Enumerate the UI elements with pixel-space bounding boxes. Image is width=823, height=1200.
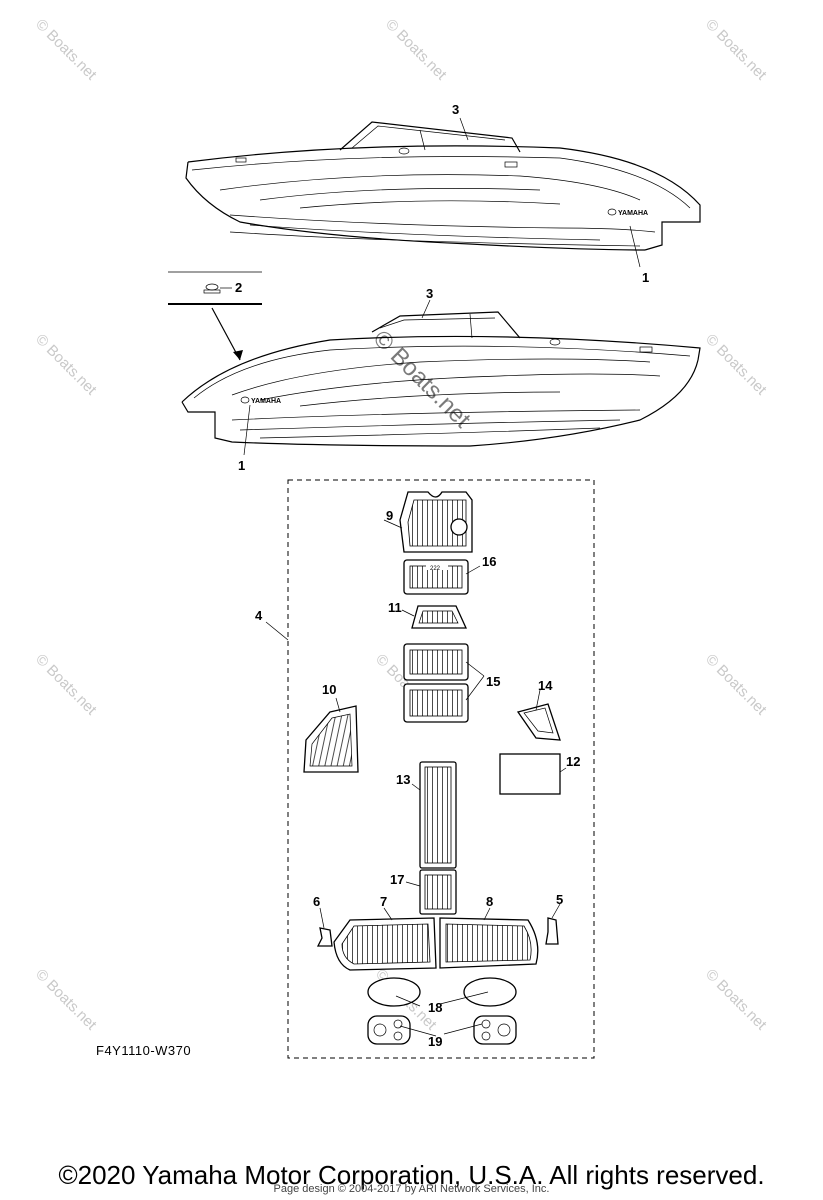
mat-15 xyxy=(403,643,469,723)
callout-3: 3 xyxy=(452,102,459,117)
callout-1: 1 xyxy=(642,270,649,285)
mat-12 xyxy=(499,753,561,795)
watermark: © Boats.net xyxy=(32,16,100,84)
callout-11: 11 xyxy=(388,600,402,615)
watermark: © Boats.net xyxy=(32,966,100,1034)
watermark: © Boats.net xyxy=(32,331,100,399)
brand-decal: YAMAHA xyxy=(618,210,648,217)
boat-starboard-view: YAMAHA xyxy=(185,121,701,251)
callout-12: 12 xyxy=(566,754,580,769)
mat-kit-boundary xyxy=(287,479,595,1059)
callout-labels: 1 1 2 3 3 4 5 6 7 8 9 10 11 12 13 14 15 … xyxy=(235,102,649,1049)
brand-decal: YAMAHA xyxy=(251,398,281,405)
mat-10 xyxy=(303,705,359,773)
watermark: © Boats.net xyxy=(382,16,450,84)
callout-9: 9 xyxy=(386,508,393,523)
callout-14: 14 xyxy=(538,678,553,693)
callout-5: 5 xyxy=(556,892,563,907)
copyright-notice: ©2020 Yamaha Motor Corporation, U.S.A. A… xyxy=(58,1160,765,1190)
callout-15: 15 xyxy=(486,674,500,689)
watermark-center: © Boats.net xyxy=(368,325,476,433)
mat-decal: 222 xyxy=(430,566,441,572)
watermark: © Boats.net xyxy=(32,651,100,719)
mat-5 xyxy=(545,917,559,945)
mat-swim-platform xyxy=(399,491,473,553)
mat-14 xyxy=(516,703,561,741)
page-design-credit: Page design © 2004-2017 by ARI Network S… xyxy=(273,1183,550,1195)
mat-8-cockpit-right xyxy=(439,917,539,969)
callout-1: 1 xyxy=(238,458,245,473)
watermark: © Boats.net xyxy=(702,331,770,399)
callout-19: 19 xyxy=(428,1034,442,1049)
callout-10: 10 xyxy=(322,682,336,697)
diagram-reference-code: F4Y1110-W370 xyxy=(96,1043,192,1058)
mat-11 xyxy=(411,605,468,629)
callout-3: 3 xyxy=(426,286,433,301)
callout-13: 13 xyxy=(396,772,410,787)
watermark: © Boats.net xyxy=(702,966,770,1034)
callout-16: 16 xyxy=(482,554,496,569)
watermark: © Boats.net xyxy=(702,16,770,84)
mat-18-pads xyxy=(367,977,517,1007)
mat-17 xyxy=(419,869,457,915)
mat-7-cockpit-left xyxy=(333,917,437,971)
callout-8: 8 xyxy=(486,894,493,909)
mat-16: 222 xyxy=(403,559,469,595)
callout-17: 17 xyxy=(390,872,404,887)
callout-4: 4 xyxy=(255,608,263,623)
callout-6: 6 xyxy=(313,894,320,909)
callout-7: 7 xyxy=(380,894,387,909)
inset-decal-detail xyxy=(168,271,262,361)
mat-19-cupholder-pads xyxy=(367,1015,517,1045)
leader-lines xyxy=(243,117,641,1037)
callout-2: 2 xyxy=(235,280,242,295)
watermark: © Boats.net xyxy=(702,651,770,719)
mat-6 xyxy=(316,927,333,947)
callout-18: 18 xyxy=(428,1000,442,1015)
boat-port-view: YAMAHA xyxy=(181,311,701,447)
mat-13-center-runner xyxy=(419,761,457,869)
